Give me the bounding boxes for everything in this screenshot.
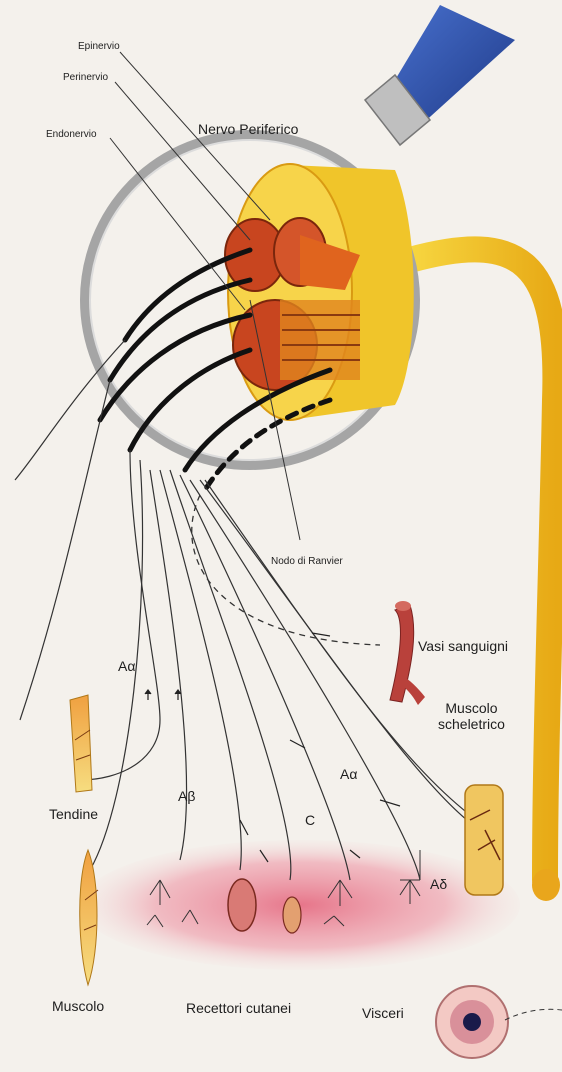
label-tendine: Tendine xyxy=(49,806,98,822)
label-endonervio: Endonervio xyxy=(46,129,97,141)
label-perinervio: Perinervio xyxy=(63,72,108,84)
skeletal-muscle xyxy=(465,785,503,895)
label-muscolo-scheletrico-line1: Muscolo xyxy=(445,700,497,716)
label-a-alpha-right: Aα xyxy=(340,766,357,782)
autonomic-fiber xyxy=(192,495,380,645)
label-a-alpha-left: Aα xyxy=(118,658,135,674)
label-c-fiber: C xyxy=(305,812,315,828)
label-recettori-cutanei: Recettori cutanei xyxy=(186,1000,291,1016)
label-nervo-periferico: Nervo Periferico xyxy=(198,121,298,137)
muscle-spindle xyxy=(80,850,98,985)
pacinian-corpuscle xyxy=(228,879,256,931)
label-muscolo: Muscolo xyxy=(52,998,104,1014)
label-nodo-ranvier: Nodo di Ranvier xyxy=(271,556,343,568)
nerve-cross-section xyxy=(225,164,414,420)
label-muscolo-scheletrico-line2: scheletrico xyxy=(438,716,505,732)
label-visceri: Visceri xyxy=(362,1005,404,1021)
nerve-cable-end xyxy=(532,869,560,901)
label-a-delta: Aδ xyxy=(430,876,447,892)
meissner-corpuscle xyxy=(283,897,301,933)
label-a-beta: Aβ xyxy=(178,788,195,804)
label-epinervio: Epinervio xyxy=(78,41,120,53)
tendon xyxy=(70,695,92,792)
label-vasi-sanguigni: Vasi sanguigni xyxy=(418,638,508,654)
magnifier-handle xyxy=(365,5,515,145)
label-muscolo-scheletrico: Muscolo scheletrico xyxy=(438,700,505,732)
viscera-section xyxy=(436,986,508,1058)
